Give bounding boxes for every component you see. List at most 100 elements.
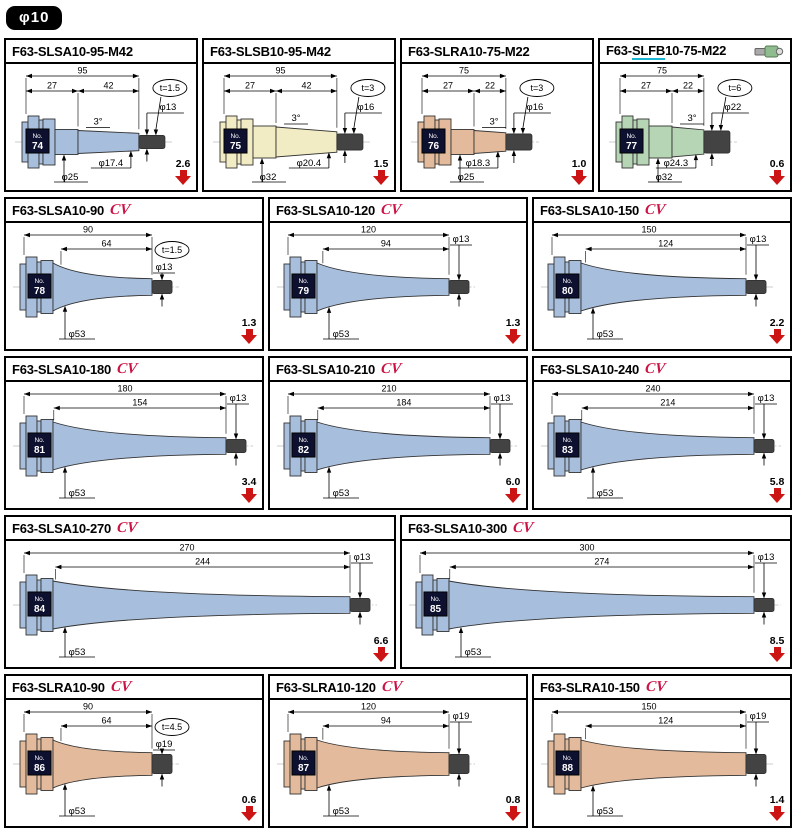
svg-text:t=1.5: t=1.5 [160, 83, 180, 93]
svg-text:No.: No. [34, 278, 44, 285]
svg-text:27: 27 [443, 81, 453, 91]
dimension-line: 184 [317, 398, 490, 411]
svg-text:95: 95 [77, 66, 87, 76]
dimension-line: 94 [322, 716, 449, 729]
no-badge: No.80 [555, 273, 580, 299]
weight-arrow-icon [769, 170, 785, 185]
dimension-line: 240 [552, 384, 754, 397]
weight-indicator: 1.3 [505, 317, 521, 344]
weight-indicator: 8.5 [769, 635, 785, 662]
weight-arrow-icon [769, 329, 785, 344]
dimension-line: 210 [288, 384, 490, 397]
dimension-line: 27 [422, 81, 474, 94]
test-bar [448, 280, 470, 294]
svg-text:83: 83 [562, 445, 574, 456]
svg-text:No.: No. [430, 596, 440, 603]
svg-text:85: 85 [430, 604, 442, 615]
holder-taper [473, 130, 507, 154]
svg-text:240: 240 [645, 384, 660, 394]
svg-text:φ13: φ13 [758, 393, 775, 404]
no-badge: No.81 [27, 432, 52, 458]
size-badge: φ10 [6, 6, 63, 30]
weight-value: 2.6 [175, 157, 191, 170]
holder-taper [580, 421, 755, 471]
weight-value: 3.4 [241, 475, 257, 488]
svg-text:φ53: φ53 [69, 488, 86, 499]
svg-text:φ25: φ25 [458, 172, 475, 183]
svg-text:No.: No. [626, 133, 636, 140]
dimension-line: 42 [78, 81, 139, 94]
weight-value: 0.8 [505, 793, 521, 806]
svg-text:No.: No. [230, 133, 240, 140]
test-bar [151, 280, 173, 294]
holder-neck [252, 125, 277, 159]
dimension-line: 90 [24, 225, 152, 238]
weight-indicator: 6.6 [373, 635, 389, 662]
panel-header: F63-SLSA10-150 CV [534, 199, 790, 223]
svg-text:90: 90 [83, 702, 93, 712]
dimension-line: 94 [322, 239, 449, 252]
dimension-line: 150 [552, 702, 746, 715]
thickness-callout: t=1.5 [154, 241, 190, 259]
part-number: F63-SLSA10-150 [540, 203, 639, 218]
svg-text:φ13: φ13 [750, 234, 767, 245]
svg-text:78: 78 [34, 286, 46, 297]
no-badge: No.84 [27, 591, 52, 617]
dimension-line: 75 [422, 66, 506, 79]
part-number-segment: F63-SLRA10-90 [12, 680, 105, 695]
cv-logo: CV [644, 202, 667, 218]
holder-neck [450, 129, 475, 155]
svg-text:81: 81 [34, 445, 46, 456]
svg-text:22: 22 [683, 81, 693, 91]
svg-text:74: 74 [32, 141, 44, 152]
test-bar [138, 135, 166, 149]
svg-text:φ53: φ53 [333, 806, 350, 817]
cv-logo: CV [116, 361, 139, 377]
svg-text:No.: No. [562, 278, 572, 285]
svg-text:φ16: φ16 [358, 102, 375, 113]
svg-text:φ13: φ13 [160, 102, 177, 113]
test-bar [448, 754, 470, 774]
svg-text:22: 22 [485, 81, 495, 91]
part-number-segment: F63-SLSB10-95-M42 [210, 44, 331, 59]
svg-text:64: 64 [101, 239, 111, 249]
part-number: F63-SLSA10-120 [276, 203, 375, 218]
panel-header: F63-SLSA10-90 CV [6, 199, 262, 223]
panel-header: F63-SLRA10-90 CV [6, 676, 262, 700]
no-badge: No.79 [291, 273, 316, 299]
svg-text:No.: No. [428, 133, 438, 140]
holder-taper [52, 580, 351, 630]
svg-text:φ53: φ53 [465, 647, 482, 658]
dimension-line: 22 [474, 81, 506, 94]
svg-text:φ53: φ53 [69, 806, 86, 817]
svg-text:φ13: φ13 [354, 552, 371, 563]
svg-text:124: 124 [658, 716, 673, 726]
weight-arrow-icon [373, 170, 389, 185]
svg-text:No.: No. [298, 278, 308, 285]
svg-text:210: 210 [381, 384, 396, 394]
tool-photo-icon [754, 44, 784, 59]
svg-text:t=4.5: t=4.5 [162, 722, 182, 732]
holder-taper [316, 262, 450, 312]
panel-header: F63-SLSA10-180 CV [6, 358, 262, 382]
svg-text:φ13: φ13 [758, 552, 775, 563]
dimension-line: 150 [552, 225, 746, 238]
svg-text:274: 274 [594, 557, 609, 567]
